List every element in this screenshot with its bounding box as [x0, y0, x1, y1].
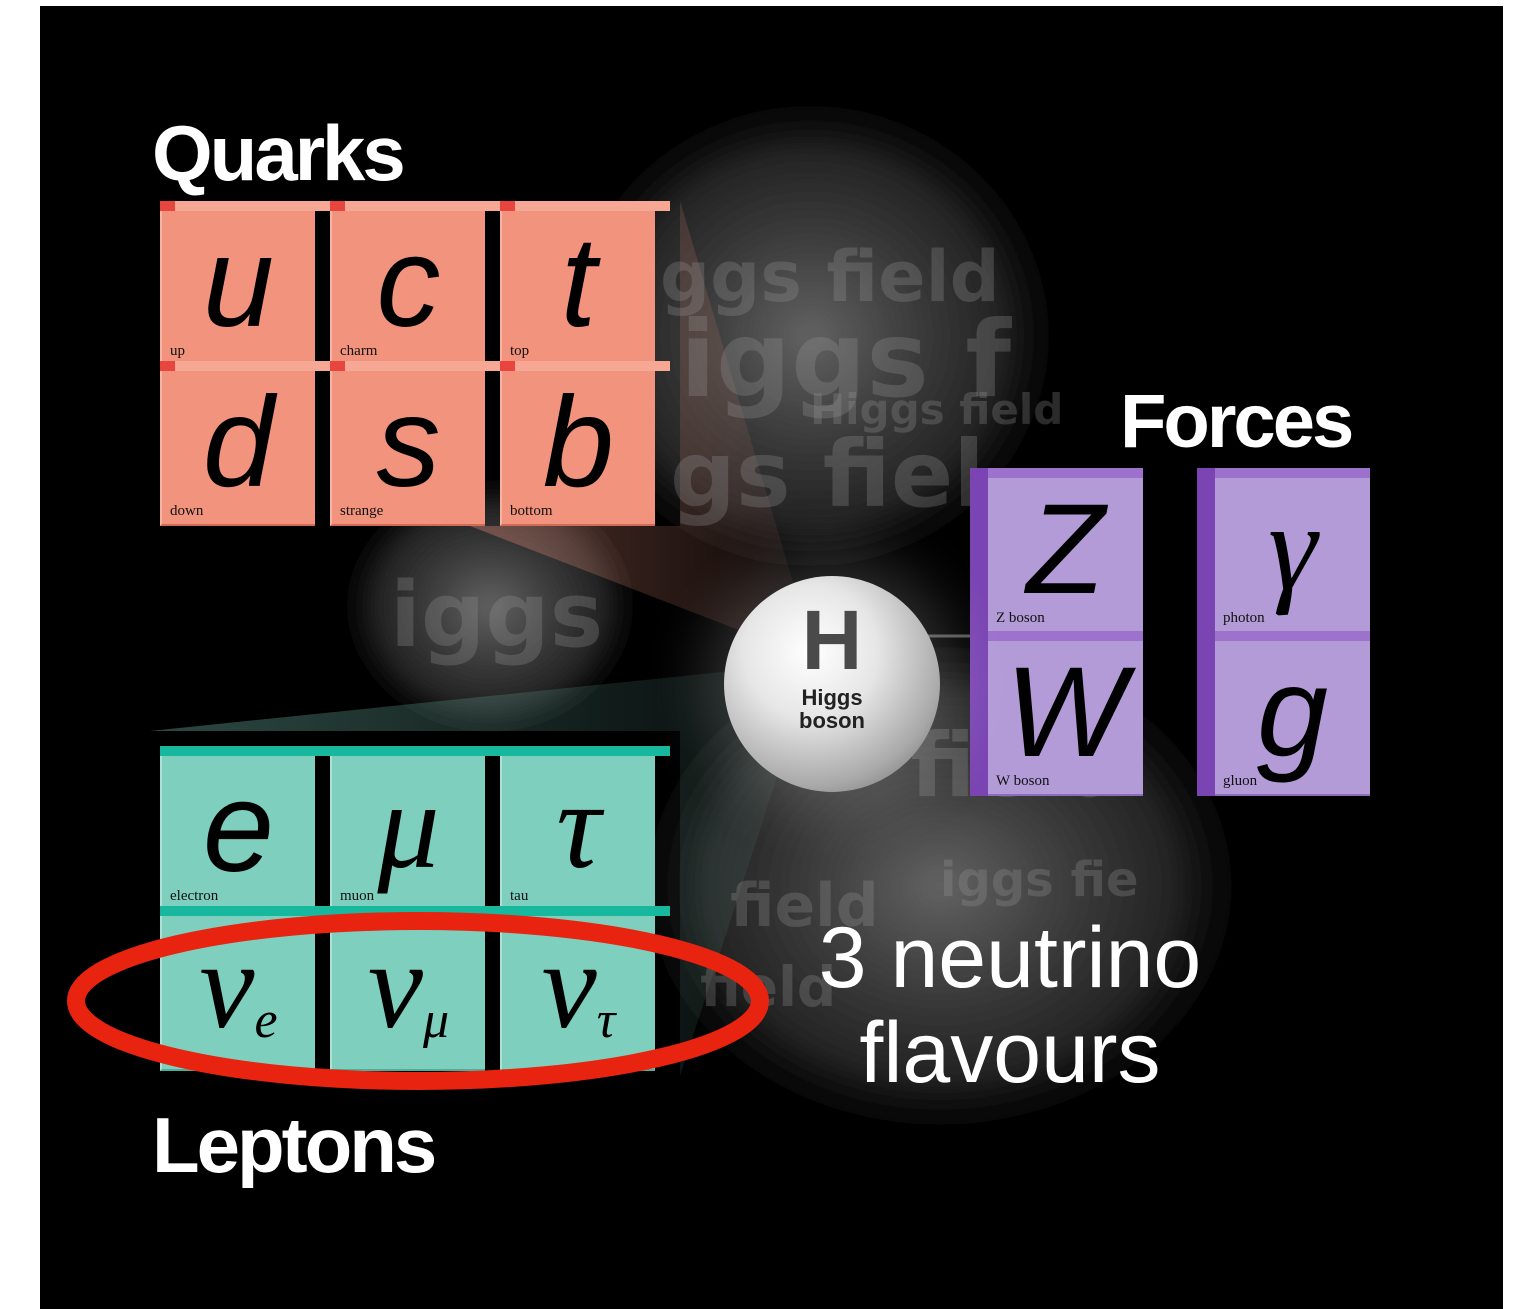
- particle-name: photon: [1223, 610, 1265, 626]
- particle-name: up: [170, 343, 185, 359]
- particle-name: electron: [170, 888, 219, 904]
- field-text: iggs fie: [940, 852, 1139, 908]
- particle-symbol: γ: [1268, 479, 1317, 616]
- particle-symbol: g: [1256, 641, 1329, 784]
- field-text: iggs f: [680, 299, 1012, 421]
- particle-symbol: νμ: [367, 917, 450, 1054]
- particle-symbol: μ: [377, 757, 440, 894]
- higgs-boson-sphere: H Higgs boson: [724, 576, 940, 792]
- particle-symbol: u: [202, 211, 275, 354]
- higgs-label: Higgs boson: [799, 685, 865, 734]
- particle-name: Z boson: [996, 610, 1045, 626]
- higgs-symbol: H: [801, 593, 863, 687]
- diagram-panel: ggs field iggs f Higgs field gs fiel igg…: [40, 6, 1503, 1309]
- annotation-text: 3 neutrino flavours: [818, 910, 1202, 1101]
- particle-name: muon: [340, 888, 375, 904]
- field-text: ggs field: [660, 236, 1000, 318]
- quarks-title: Quarks: [152, 109, 406, 197]
- particle-name: gluon: [1223, 773, 1258, 789]
- particle-symbol: W: [1005, 641, 1126, 784]
- field-text: gs fiel: [670, 421, 985, 528]
- field-cloud-upper: [540, 76, 1080, 596]
- particle-name: W boson: [996, 773, 1050, 789]
- particle-name: tau: [510, 888, 529, 904]
- particle-name: top: [510, 343, 530, 359]
- forces-title: Forces: [1120, 379, 1354, 464]
- particle-symbol: e: [202, 756, 275, 899]
- quark-beam: [470, 201, 800, 646]
- particle-symbol: c: [376, 211, 441, 354]
- particle-name: bottom: [510, 503, 553, 519]
- particle-symbol: ντ: [541, 917, 616, 1054]
- particle-symbol: s: [376, 371, 441, 514]
- particle-name: down: [170, 503, 204, 519]
- leptons-title: Leptons: [152, 1101, 437, 1189]
- particle-symbol: b: [542, 371, 615, 514]
- particle-name: charm: [340, 343, 378, 359]
- particle-symbol: νe: [199, 917, 278, 1054]
- particle-name: strange: [340, 503, 384, 519]
- particle-symbol: d: [202, 371, 275, 514]
- particle-symbol: Z: [1026, 478, 1105, 621]
- field-text: iggs: [390, 563, 603, 668]
- particle-symbol: t: [560, 211, 597, 354]
- field-text: Higgs field: [810, 385, 1063, 434]
- particle-symbol: τ: [556, 757, 601, 894]
